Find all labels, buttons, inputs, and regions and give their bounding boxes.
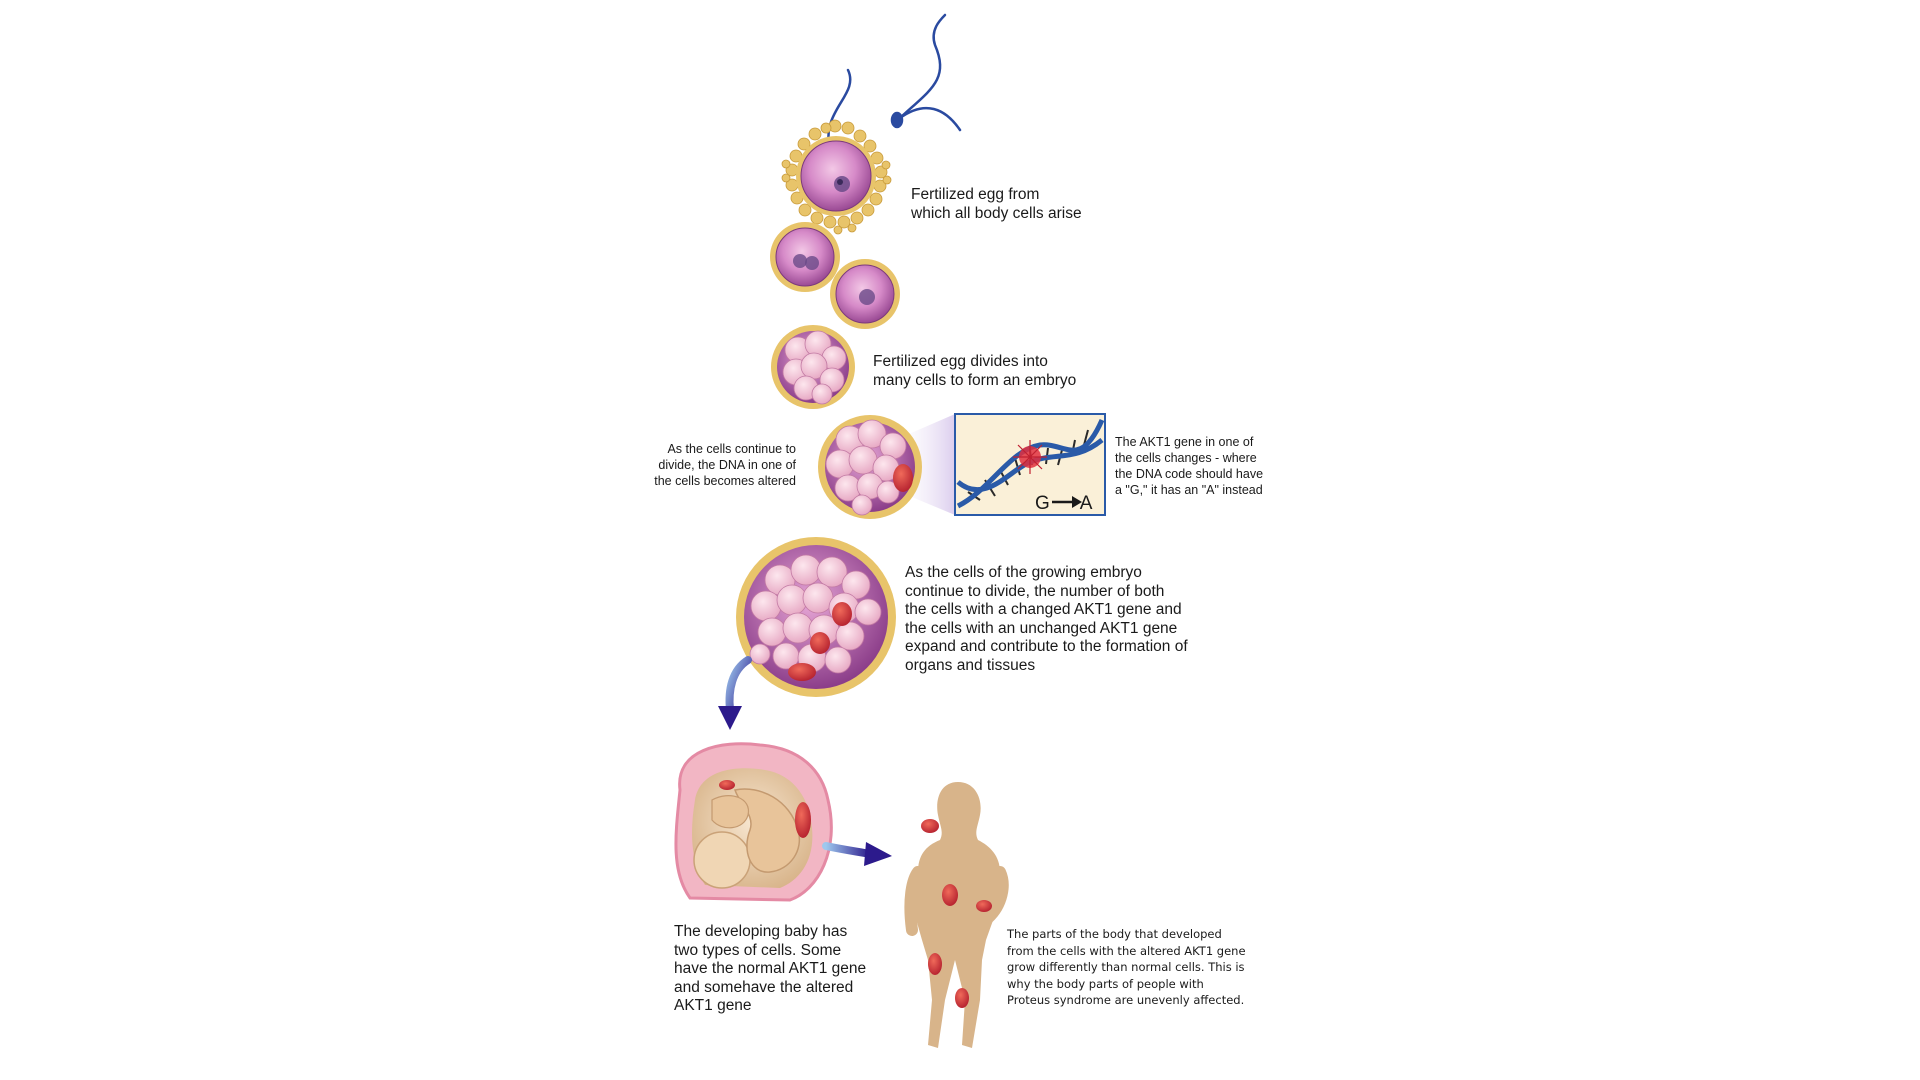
caption-embryo-grows: As the cells of the growing embryo conti… bbox=[905, 564, 1188, 674]
caption-body-parts: The parts of the body that developed fro… bbox=[1007, 927, 1246, 1007]
caption-dna-altered: As the cells continue to divide, the DNA… bbox=[654, 442, 796, 488]
person-silhouette bbox=[904, 782, 1009, 1048]
arrow-to-person bbox=[822, 842, 892, 866]
morula-embryo bbox=[771, 325, 855, 409]
arrow-down-to-baby bbox=[718, 656, 752, 730]
two-cell-stage bbox=[770, 222, 900, 329]
dna-zoom-box bbox=[954, 413, 1106, 516]
fertilized-egg-cell bbox=[781, 119, 892, 235]
developing-baby-womb bbox=[674, 742, 833, 902]
mutation-spark bbox=[1013, 440, 1047, 474]
altered-cell bbox=[893, 464, 913, 492]
caption-baby-cells: The developing baby has two types of cel… bbox=[674, 923, 867, 1014]
caption-fertilized-egg: Fertilized egg from which all body cells… bbox=[911, 186, 1082, 222]
caption-akt1-changes: The AKT1 gene in one of the cells change… bbox=[1115, 435, 1264, 497]
growing-embryo bbox=[736, 537, 896, 697]
caption-egg-divides: Fertilized egg divides into many cells t… bbox=[873, 353, 1077, 389]
embryo-altered-cell bbox=[818, 414, 955, 519]
